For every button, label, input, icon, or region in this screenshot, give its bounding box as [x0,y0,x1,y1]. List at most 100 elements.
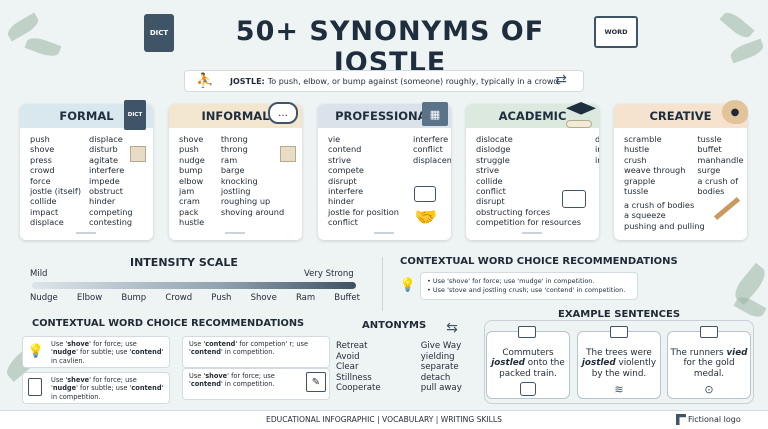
synonym-word: conflict [476,186,506,197]
synonym-word: hinder [328,196,355,207]
synonym-phrase: pushing and pulling [624,220,705,231]
card-divider [225,232,245,234]
antonym-word: Stillness [336,372,372,383]
synonym-word: manhandle [697,154,744,165]
tip-card: Use 'shove' for force; use 'nudge' for s… [22,336,170,368]
example-keyword: jostled [581,358,616,369]
example-text: onto the packed train. [499,358,565,379]
antonym-word: Avoid [336,351,360,362]
scale-label-strong: Very Strong [304,269,354,279]
synonym-word: disrupt [476,196,505,207]
intensity-word: Ram [295,293,316,303]
tip-keyword: contend [131,384,162,393]
leaf-decoration [24,34,62,60]
book-icon-label: DICT [127,112,143,118]
synonym-word: strive [476,165,499,176]
synonym-word: jostling [220,186,251,197]
synonym-word: dislocate [476,134,513,144]
antonym-word: Clear [336,362,359,373]
synonym-word: dislodge [476,144,511,155]
example-text: Commuters [502,348,554,358]
synonym-word: shove [30,144,55,155]
antonym-word: Cooperate [336,383,381,394]
lightbulb-icon: 💡 [399,277,417,293]
example-sentences-title: EXAMPLE SENTENCES [550,309,689,320]
synonym-word: push [179,144,199,155]
tip-keyword: shove [67,340,90,348]
tip-keyword: contend [190,380,221,389]
intensity-word: Buffet [334,293,360,303]
swap-arrows-icon: ⇆ [446,320,458,336]
tip-keyword: shove [205,372,228,380]
example-sentences-frame [484,320,754,404]
synonym-word: collide [30,196,57,207]
synonym-word: displace [30,217,64,228]
intensity-word: Elbow [76,293,103,303]
synonym-word: weave through [624,165,686,176]
synonym-word: roughing up [220,196,271,207]
synonym-word: crowd [30,165,55,176]
tip-text: ' for subtle; use ' [76,348,132,357]
section-divider [382,257,383,311]
tip-text: ' in cavlien. [51,348,164,365]
tip-text: ' for competion' r; use ' [189,340,309,357]
synonym-word: conflict [328,217,358,228]
note-icon [280,146,296,162]
synonym-word: compete [328,165,364,176]
synonym-word: strive [328,154,351,165]
synonym-word: competing [89,206,133,217]
synonym-word: push [30,134,50,144]
intensity-scale-title: INTENSITY SCALE [130,256,238,269]
recommendation-item: • Use 'shove' for force; use 'mudge' in … [427,277,595,285]
context-recommendations-title: CONTEXTUAL WORD CHOICE RECOMMENDATIONS [32,318,305,329]
example-text: The runners [670,348,727,358]
intensity-word: Push [211,293,232,303]
medal-icon: ⊙ [704,382,714,396]
book-icon: DICT [124,100,146,130]
tip-text: ' in competition. [221,348,275,357]
example-keyword: jostled [491,358,525,369]
synonym-word: obstructing forces [476,206,551,217]
tip-text: Use ' [51,376,68,384]
synonym-word: impact [30,206,59,217]
synonym-word: impact [595,144,599,155]
tip-text: Use ' [51,340,68,348]
synonym-word: interfere [89,165,125,176]
diploma-icon [566,120,592,128]
definition-bar: JOSTLE: To push, elbow, or bump against … [184,70,584,92]
example-text: violently by the wind. [591,358,657,379]
tip-text: ' for subtle; use ' [76,384,132,393]
example-text: The trees were [586,348,652,358]
intensity-word: Shove [250,293,277,303]
book-icon [518,326,536,338]
tip-text: ' in competition. [221,380,275,389]
people-arrows-icon: ⇄ [555,72,567,88]
antonym-word: Give Way [420,341,462,351]
synonym-word: vie [328,134,341,144]
synonym-word: contesting [89,217,133,228]
tip-text: ' for force; use ' [51,376,137,393]
synonym-word: nudge [179,154,205,165]
card-divider [522,232,542,234]
synonym-word: buffet [697,144,722,155]
book-icon [700,326,718,338]
lightbulb-icon: 💡 [27,343,45,359]
wind-icon: ≋ [614,382,624,396]
footer-text: EDUCATIONAL INFOGRAPHIC | VOCABULARY | W… [266,415,502,424]
synonym-word: agitate [89,154,118,165]
tip-text: Use ' [189,372,206,380]
synonym-word: elbow [179,175,204,186]
antonym-word: pull away [420,383,462,394]
synonym-word: crush [624,154,647,165]
synonym-word: barge [220,165,245,176]
tip-card: Use 'contend' for competion' r; use 'con… [182,336,330,368]
